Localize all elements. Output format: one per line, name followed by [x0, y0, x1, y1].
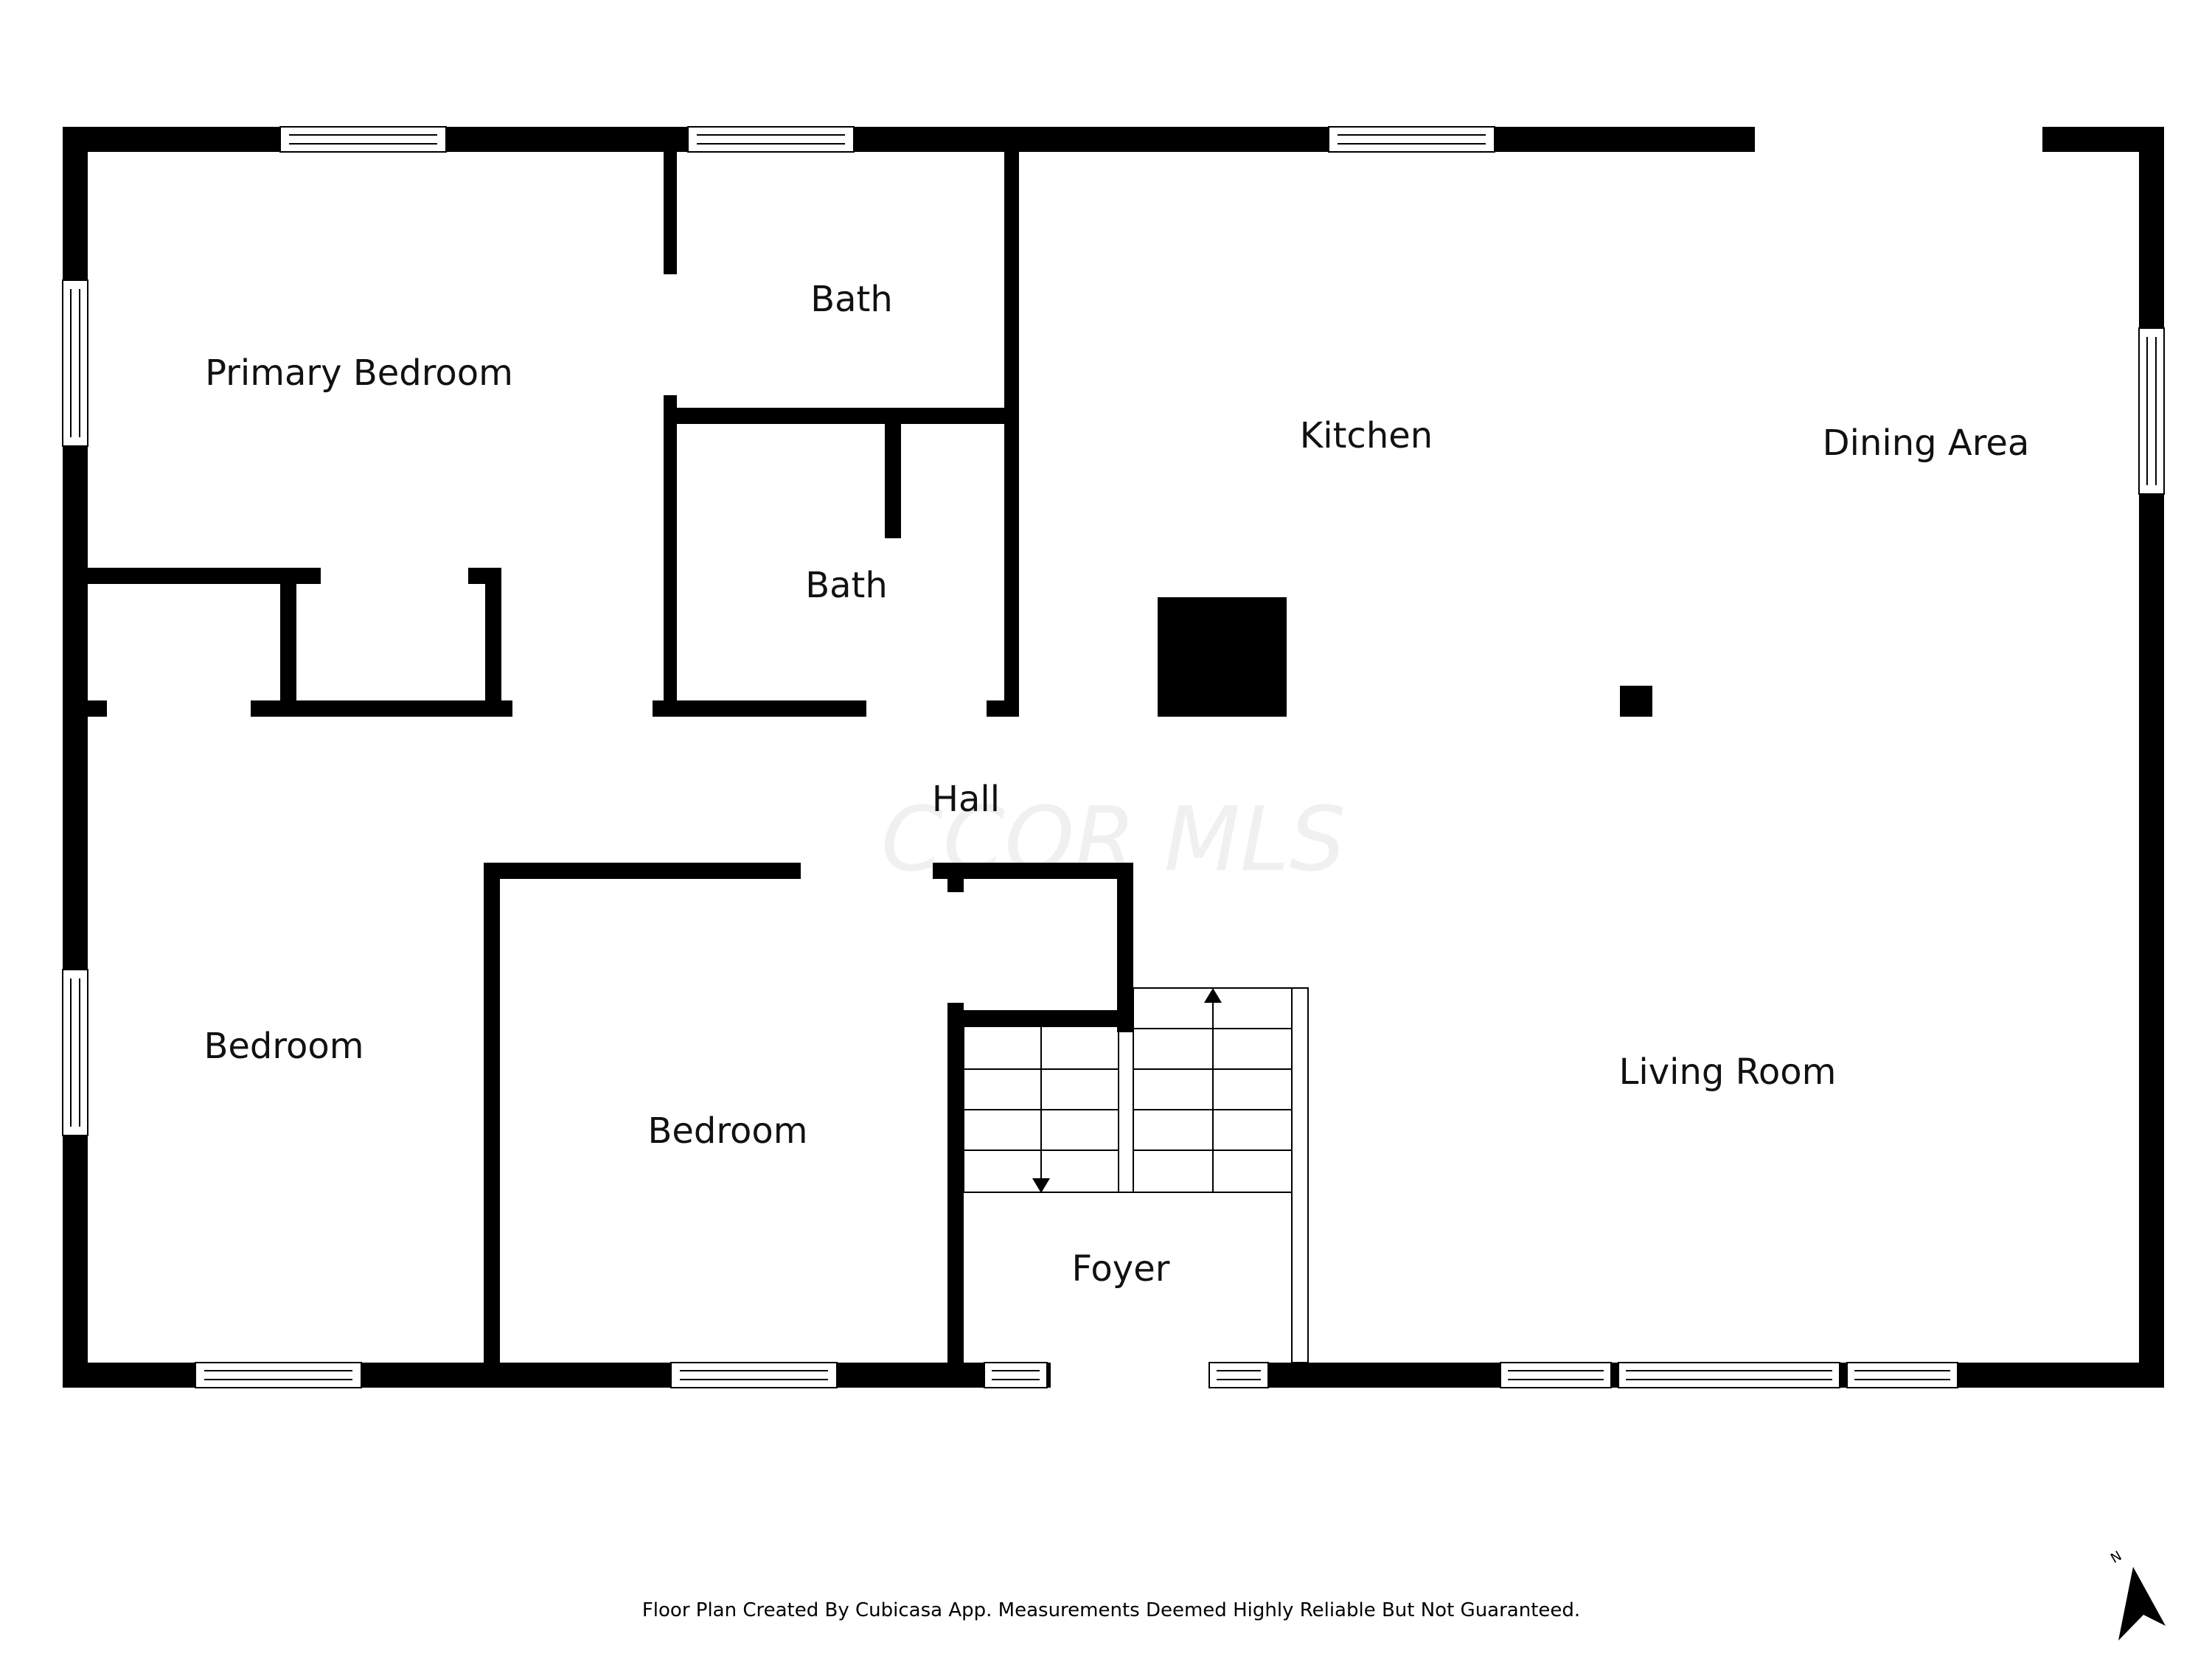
footer-disclaimer: Floor Plan Created By Cubicasa App. Meas…	[642, 1599, 1580, 1621]
stair-rail	[1118, 1026, 1134, 1193]
window-bottom-5	[1500, 1362, 1612, 1388]
window-bottom-6	[1618, 1362, 1840, 1388]
openings	[1755, 127, 2042, 152]
kitchen-island	[1158, 597, 1287, 717]
wall-bath-bottom-b	[987, 700, 1019, 717]
room-label-kitchen: Kitchen	[1300, 415, 1433, 456]
wall-bedroom-center-top-b	[933, 863, 1132, 879]
room-label-bedroom-center: Bedroom	[647, 1110, 807, 1152]
window-bottom-7	[1846, 1362, 1958, 1388]
window-top-1	[279, 126, 447, 153]
north-compass: N	[2108, 1548, 2166, 1641]
arrow-up-icon	[1204, 988, 1222, 1003]
foyer-rail	[1291, 987, 1309, 1363]
staircase	[963, 987, 1309, 1363]
column	[1620, 686, 1652, 717]
room-label-hall: Hall	[932, 779, 1000, 820]
stair-arrows	[1032, 988, 1222, 1193]
window-right-1	[2138, 327, 2165, 495]
wall-between-baths	[664, 408, 1019, 424]
wall-bath-stub	[885, 424, 901, 538]
wall-closet-divider	[280, 568, 296, 715]
room-label-bath-upper: Bath	[810, 279, 893, 320]
wall-closet-right	[485, 568, 501, 715]
windows	[62, 126, 2165, 1388]
wall-bedroom-center-right-b	[947, 1003, 964, 1388]
room-label-primary-bedroom: Primary Bedroom	[205, 352, 513, 394]
window-bottom-4	[1208, 1362, 1269, 1388]
room-label-dining-area: Dining Area	[1823, 422, 2030, 464]
window-bottom-3	[984, 1362, 1048, 1388]
wall-stair-closet-right	[1117, 863, 1133, 1032]
window-top-2	[687, 126, 855, 153]
window-left-1	[62, 279, 88, 447]
right-wall	[2139, 127, 2164, 1388]
wall-bath-bottom-a	[664, 700, 866, 717]
north-arrow-icon	[2118, 1567, 2166, 1641]
exterior-walls	[63, 127, 2164, 1388]
wall-bath-left-upper	[664, 127, 677, 274]
wall-closet-bottom-c	[653, 700, 677, 717]
wall-bedroom-center-right-a	[947, 863, 964, 892]
wall-bedroom-left-right	[484, 863, 500, 1388]
room-label-bath-lower: Bath	[805, 565, 888, 606]
wall-closet-top-a	[63, 568, 321, 584]
window-bottom-1	[195, 1362, 362, 1388]
wall-closet-bottom-a	[63, 700, 107, 717]
wall-closet-bottom-b	[251, 700, 512, 717]
window-left-2	[62, 969, 88, 1136]
room-label-living-room: Living Room	[1619, 1051, 1837, 1093]
opening-dining	[1755, 127, 2042, 152]
window-top-3	[1328, 126, 1495, 153]
wall-bath-left-lower	[664, 395, 677, 709]
arrow-down-icon	[1032, 1178, 1050, 1193]
wall-bedroom-center-top-a	[484, 863, 801, 879]
interior-walls	[63, 127, 1652, 1388]
north-label: N	[2108, 1548, 2124, 1567]
window-bottom-2	[670, 1362, 838, 1388]
room-label-foyer: Foyer	[1072, 1248, 1170, 1290]
room-label-bedroom-left: Bedroom	[204, 1026, 364, 1067]
wall-stair-closet-bottom	[947, 1010, 1133, 1026]
